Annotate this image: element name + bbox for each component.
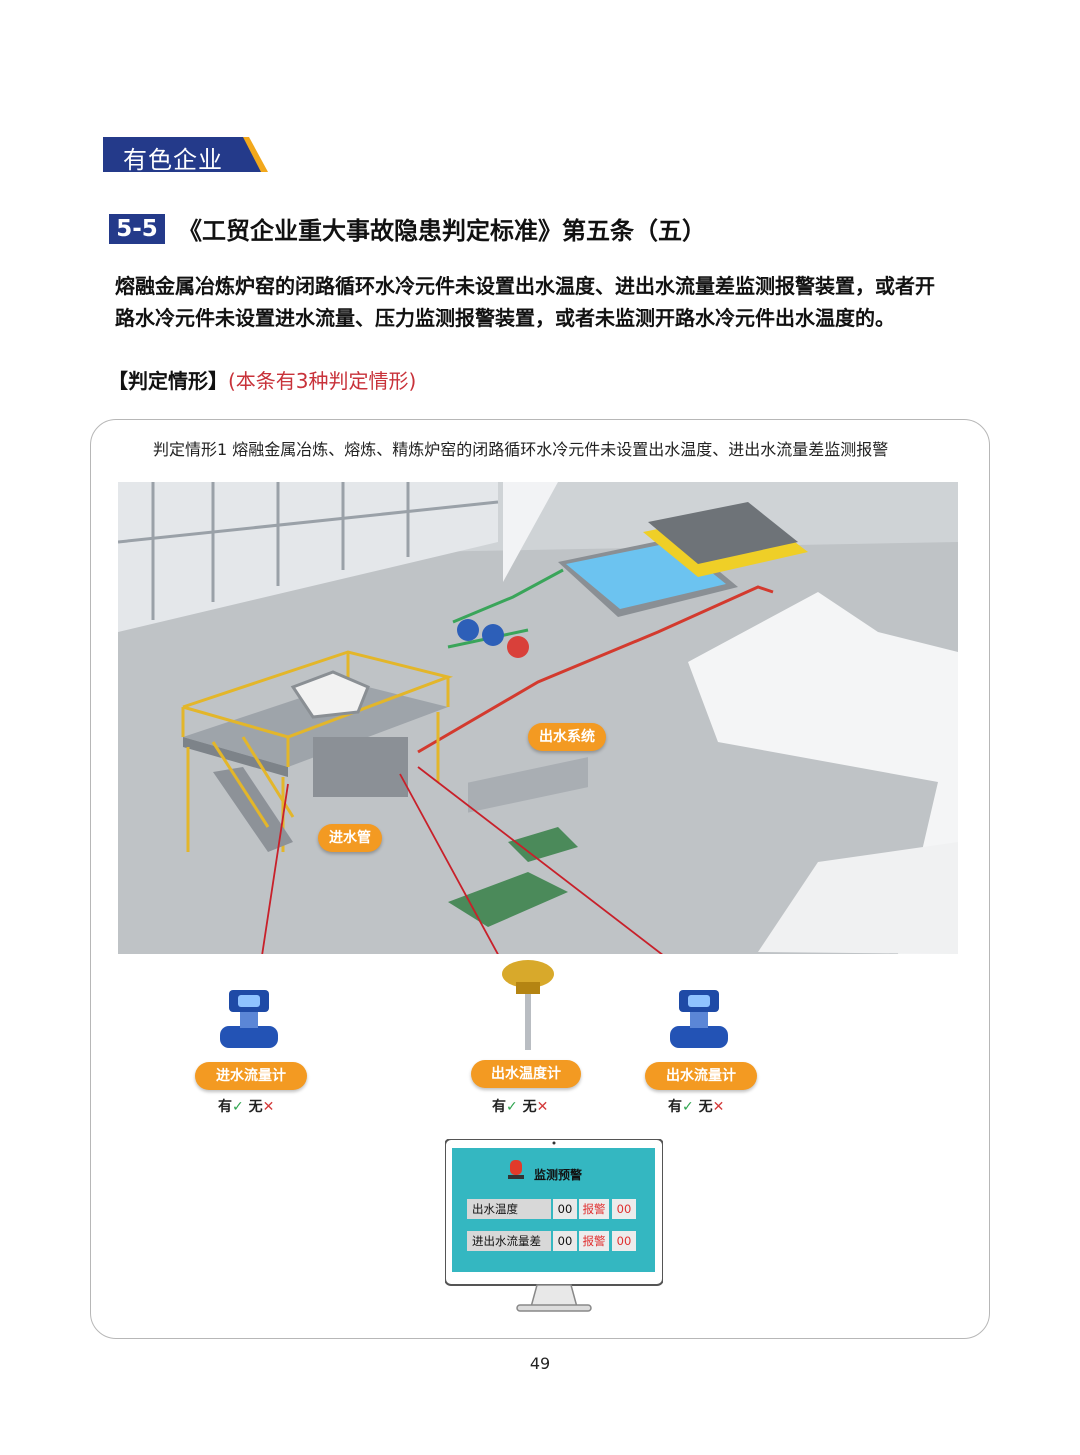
paragraph-line-1: 熔融金属冶炼炉窑的闭路循环水冷元件未设置出水温度、进出水流量差监测报警装置，或者… [115, 274, 935, 298]
monitor-row-alarm: 报警 [579, 1231, 609, 1251]
category-label: 有色企业 [123, 146, 223, 174]
label-outlet-system: 出水系统 [528, 723, 606, 751]
yes-no-inlet-flowmeter: 有✓ 无✕ [218, 1096, 274, 1116]
label-inlet-pipe: 进水管 [318, 824, 382, 852]
cross-icon: ✕ [712, 1099, 725, 1115]
category-tag-shape [103, 137, 268, 172]
monitor-row-alarm-value: 00 [612, 1199, 636, 1219]
factory-scene-illustration [118, 482, 958, 954]
outlet-thermometer-icon [502, 960, 554, 1050]
yes-label: 有 [668, 1099, 682, 1115]
monitor-row-alarm-value: 00 [612, 1231, 636, 1251]
no-label: 无 [248, 1099, 263, 1115]
inlet-flowmeter-icon [220, 990, 278, 1048]
no-label: 无 [698, 1099, 713, 1115]
paragraph-line-2: 路水冷元件未设置进水流量、压力监测报警装置，或者未监测开路水冷元件出水温度的。 [115, 306, 895, 330]
category-tag: 有色企业 [103, 137, 268, 174]
section-number: 5-5 [109, 214, 165, 244]
card-caption: 判定情形1 熔融金属冶炼、熔炼、精炼炉窑的闭路循环水冷元件未设置出水温度、进出水… [153, 440, 889, 459]
monitor-row-value: 00 [553, 1199, 577, 1219]
yes-label: 有 [492, 1099, 506, 1115]
label-inlet-flowmeter: 进水流量计 [195, 1062, 307, 1090]
monitor-row-label: 出水温度 [467, 1199, 551, 1219]
scenario-card [90, 419, 990, 1339]
wall-window-frames [118, 482, 499, 620]
cross-icon: ✕ [262, 1099, 275, 1115]
yes-no-outlet-flowmeter: 有✓ 无✕ [668, 1096, 724, 1116]
monitor-title: 监测预警 [534, 1168, 583, 1182]
judge-heading-key: 【判定情形】 [108, 369, 228, 393]
label-outlet-thermometer: 出水温度计 [471, 1060, 581, 1088]
monitor-row-alarm: 报警 [579, 1199, 609, 1219]
judge-heading: 【判定情形】(本条有3种判定情形) [108, 365, 416, 394]
check-icon: ✓ [506, 1099, 518, 1115]
check-icon: ✓ [682, 1099, 694, 1115]
no-label: 无 [522, 1099, 537, 1115]
cross-icon: ✕ [536, 1099, 549, 1115]
outlet-flowmeter-icon [670, 990, 728, 1048]
check-icon: ✓ [232, 1099, 244, 1115]
section-title: 《工贸企业重大事故隐患判定标准》第五条（五） [178, 217, 706, 245]
yes-label: 有 [218, 1099, 232, 1115]
page-number: 49 [529, 1354, 551, 1373]
monitor-row-label: 进出水流量差 [467, 1231, 551, 1251]
pointer-lines [261, 766, 664, 954]
yes-no-outlet-thermometer: 有✓ 无✕ [492, 1096, 548, 1116]
label-outlet-flowmeter: 出水流量计 [645, 1062, 757, 1090]
judge-heading-note: (本条有3种判定情形) [228, 369, 417, 393]
alarm-light-icon [508, 1160, 524, 1179]
monitor-row-value: 00 [553, 1231, 577, 1251]
